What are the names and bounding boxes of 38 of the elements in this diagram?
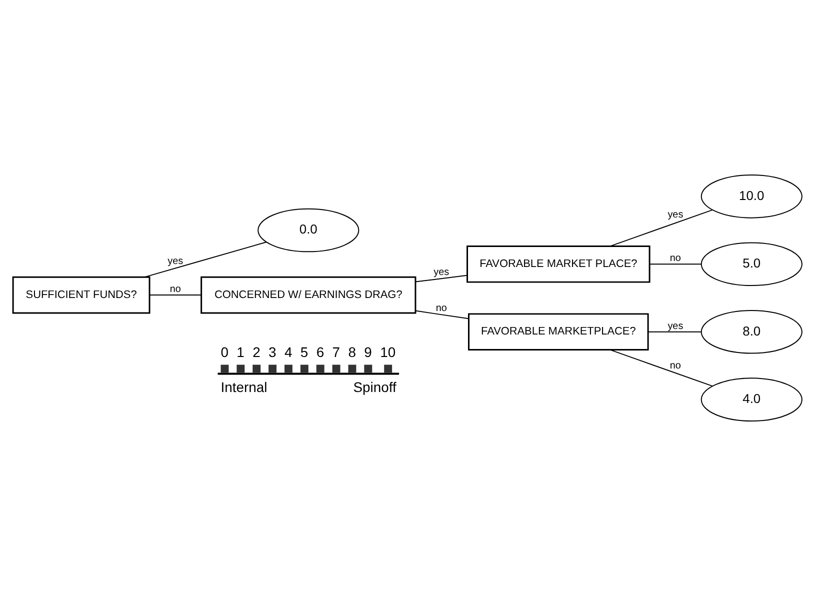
connector (149, 294, 202, 296)
edge-label: yes (434, 267, 450, 278)
edge-label: no (170, 284, 181, 296)
label: 0 (220, 344, 228, 360)
node-ellipse: 0.0 (258, 208, 360, 252)
node-box: FAVORABLE MARKETPLACE? (468, 313, 649, 351)
label: 1 (236, 344, 244, 360)
edge-label: no (670, 253, 681, 264)
node-ellipse: 4.0 (700, 378, 802, 422)
edge-label: no (436, 302, 447, 314)
node-box: CONCERNED W/ EARNINGS DRAG? (200, 276, 416, 314)
label: 4 (284, 344, 292, 360)
label: 8 (348, 344, 356, 360)
connector (649, 264, 702, 265)
label: 3 (268, 344, 276, 360)
label: Internal (220, 378, 268, 395)
connector (610, 209, 713, 247)
node-ellipse: 5.0 (700, 242, 802, 286)
connector (610, 349, 713, 387)
label: 7 (332, 344, 340, 360)
node-box: FAVORABLE MARKET PLACE? (466, 245, 650, 283)
edge-label: yes (668, 320, 684, 332)
label: 2 (252, 344, 260, 360)
edge-label: no (670, 360, 681, 372)
label: 10 (380, 344, 396, 360)
node-ellipse: 8.0 (700, 310, 802, 354)
node-box: SUFFICIENT FUNDS? (12, 276, 150, 314)
label: 6 (316, 344, 324, 360)
connector (144, 242, 267, 278)
node-ellipse: 10.0 (700, 174, 802, 218)
edge-label: yes (168, 256, 184, 268)
label: 5 (300, 344, 308, 360)
connector (415, 310, 469, 320)
connector (415, 274, 468, 282)
label: 9 (364, 344, 372, 360)
label: Spinoff (353, 378, 396, 395)
connector (648, 331, 702, 332)
edge-label: yes (668, 209, 684, 220)
